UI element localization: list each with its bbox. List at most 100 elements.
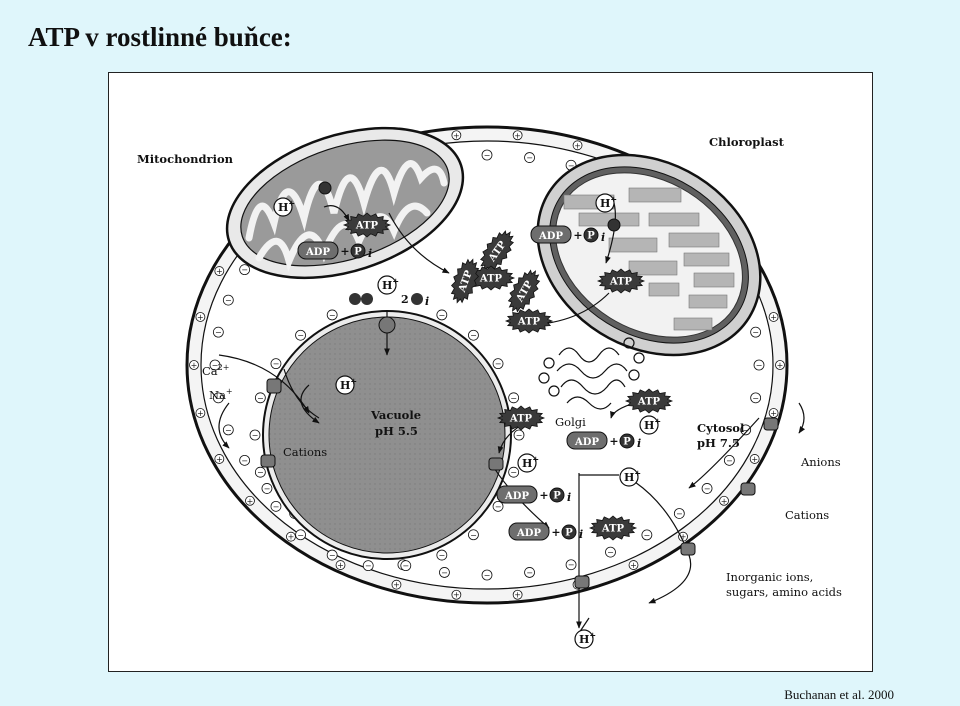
anion-marker: − [439, 567, 450, 578]
svg-text:ADP: ADP [574, 437, 599, 448]
svg-text:+: + [453, 591, 460, 600]
anion-marker: − [605, 546, 616, 558]
svg-text:+: + [751, 455, 758, 464]
svg-text:+: + [680, 533, 687, 542]
anion-marker: − [222, 424, 234, 436]
atp-badge: ATP [624, 388, 674, 414]
svg-text:+: + [340, 245, 349, 258]
svg-text:−: − [568, 161, 575, 170]
cation-marker: + [214, 266, 225, 276]
cation-marker: + [572, 140, 583, 150]
cell-diagram-figure: ++++++++++++++++++++++++++++++ −−−−−−−−−… [108, 72, 873, 672]
cation-marker: + [775, 360, 785, 370]
anion-marker: − [249, 429, 261, 441]
svg-text:−: − [297, 331, 304, 340]
svg-text:+: + [197, 313, 204, 322]
svg-text:−: − [215, 328, 222, 337]
svg-text:−: − [526, 154, 533, 163]
svg-text:P: P [587, 231, 595, 242]
label-inorganic-line2: sugars, amino acids [726, 585, 842, 599]
slide-title: ATP v rostlinné buňce: [28, 22, 292, 52]
citation: Buchanan et al. 2000 [784, 687, 894, 702]
svg-text:−: − [752, 394, 759, 403]
anion-marker: − [492, 358, 504, 370]
svg-text:−: − [329, 311, 336, 320]
cation-marker: + [512, 130, 523, 140]
svg-text:2: 2 [401, 293, 409, 306]
label-vacuole: Vacuole [370, 408, 421, 422]
cation-marker: + [451, 589, 462, 600]
svg-text:+: + [574, 141, 581, 150]
svg-text:−: − [441, 568, 448, 577]
anion-marker: − [468, 329, 479, 341]
svg-text:−: − [742, 426, 749, 435]
svg-text:+: + [453, 131, 460, 140]
svg-text:−: − [257, 394, 264, 403]
atp-badge: ATP [342, 212, 392, 238]
anion-marker: − [673, 508, 685, 519]
svg-text:−: − [273, 502, 280, 511]
svg-text:+: + [216, 455, 223, 464]
svg-text:ATP: ATP [355, 221, 379, 232]
anion-marker: − [481, 569, 493, 581]
label-ca: Ca2+ [202, 363, 229, 378]
svg-text:+: + [551, 526, 560, 539]
anion-marker: − [270, 358, 282, 370]
cation-marker: + [512, 589, 523, 600]
svg-text:−: − [470, 531, 477, 540]
svg-text:+: + [216, 267, 223, 276]
svg-text:i: i [579, 528, 583, 541]
svg-text:ATP: ATP [609, 277, 633, 288]
proton-marker: H+ [639, 415, 661, 435]
svg-text:−: − [726, 456, 733, 465]
svg-text:−: − [484, 151, 491, 160]
proton-marker: H+ [619, 467, 641, 487]
svg-text:−: − [257, 468, 264, 477]
atp-badge: ATP [507, 269, 541, 313]
cation-marker: + [391, 579, 402, 590]
svg-text:−: − [329, 551, 336, 560]
proton-marker: H+ [595, 193, 617, 213]
anion-marker: − [436, 549, 448, 561]
cation-marker: + [749, 454, 760, 464]
cation-marker: + [451, 130, 462, 140]
anion-marker: − [524, 152, 535, 163]
svg-text:−: − [225, 426, 232, 435]
anion-marker: − [750, 326, 762, 338]
svg-text:i: i [567, 491, 571, 504]
anion-marker: − [212, 392, 224, 404]
svg-text:+: + [721, 497, 728, 506]
svg-text:+: + [777, 361, 784, 370]
anion-marker: − [254, 466, 266, 478]
svg-text:−: − [252, 431, 259, 440]
svg-text:+: + [514, 591, 521, 600]
svg-text:i: i [637, 437, 641, 450]
svg-text:H+: H+ [340, 376, 357, 392]
svg-text:−: − [704, 484, 711, 493]
chloroplast [536, 153, 762, 357]
atp-badge: ATP [496, 405, 546, 431]
membrane-transporters [260, 181, 779, 589]
anion-marker: − [254, 392, 266, 404]
svg-text:H+: H+ [624, 468, 641, 484]
cation-marker: + [286, 531, 296, 542]
anion-marker: − [209, 359, 221, 371]
label-cytosol-ph: pH 7.5 [697, 436, 740, 450]
anion-marker: − [222, 294, 234, 306]
anion-marker: − [740, 424, 752, 436]
svg-text:+: + [770, 313, 777, 322]
svg-text:H+: H+ [278, 198, 295, 214]
svg-text:−: − [495, 360, 502, 369]
svg-text:P: P [354, 247, 362, 258]
svg-text:−: − [484, 571, 491, 580]
anion-marker: − [750, 392, 762, 404]
label-golgi: Golgi [555, 415, 586, 429]
svg-text:i: i [425, 295, 429, 308]
cation-marker: + [768, 312, 779, 322]
svg-text:+: + [539, 489, 548, 502]
anion-marker: − [513, 429, 525, 441]
